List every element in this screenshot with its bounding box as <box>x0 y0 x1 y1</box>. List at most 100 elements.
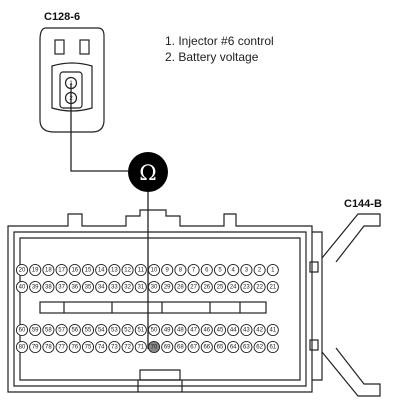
c144-pin-62 <box>253 340 266 354</box>
c144-pin-15 <box>81 263 95 277</box>
c144-pin-24 <box>227 280 240 294</box>
c144-pin-1 <box>266 263 279 277</box>
connector-c128-title: C128-6 <box>44 11 81 23</box>
c144-pin-78 <box>42 340 55 354</box>
c144-pin-37 <box>55 280 68 294</box>
c144-pin-23 <box>240 280 253 294</box>
c144-pin-16-number: 16 <box>71 268 78 274</box>
c144-pin-66-number: 66 <box>203 345 210 351</box>
c144-pin-28 <box>174 280 187 294</box>
c144-pin-54-number: 54 <box>98 328 105 334</box>
connector-c128-body <box>39 27 105 133</box>
c144-pin-76 <box>68 340 81 354</box>
c144-pin-4-number: 4 <box>232 268 236 274</box>
c144-pin-63-number: 63 <box>243 345 250 351</box>
c144-pin-6-number: 6 <box>205 268 209 274</box>
c144-pin-75 <box>81 340 95 354</box>
c144-pin-43-number: 43 <box>243 328 250 334</box>
c144-pin-31 <box>134 280 147 294</box>
c144-pin-33-number: 33 <box>111 285 118 291</box>
c144-pin-35-number: 35 <box>85 285 92 291</box>
c144-pin-43 <box>240 323 253 337</box>
c144-pin-68-number: 68 <box>177 345 184 351</box>
c144-pin-12 <box>121 263 134 277</box>
legend-item-1: 1. Injector #6 control <box>165 34 274 48</box>
c144-pin-32-number: 32 <box>124 285 131 291</box>
c144-pin-6 <box>200 263 213 277</box>
c144-pin-37-number: 37 <box>58 285 65 291</box>
c144-pin-45-number: 45 <box>217 328 224 334</box>
c144-pin-45 <box>213 323 227 337</box>
c144-pin-3-number: 3 <box>245 268 249 274</box>
c144-pin-47 <box>187 323 200 337</box>
c144-pin-39-number: 39 <box>32 285 39 291</box>
c144-pin-52-number: 52 <box>124 328 131 334</box>
c144-pin-5-number: 5 <box>218 268 222 274</box>
c144-pin-18 <box>42 263 55 277</box>
c144-pin-57-number: 57 <box>58 328 65 334</box>
c144-pin-14-number: 14 <box>98 268 105 274</box>
c144-pin-20-number: 20 <box>19 268 26 274</box>
c144-pin-57 <box>55 323 68 337</box>
c144-pin-58 <box>42 323 55 337</box>
c144-pin-32 <box>121 280 134 294</box>
c144-pin-56-number: 56 <box>71 328 78 334</box>
c144-pin-10 <box>147 263 161 277</box>
c144-pin-42-number: 42 <box>256 328 263 334</box>
c144-pin-3 <box>240 263 253 277</box>
c144-pin-70 <box>147 340 161 354</box>
c144-pin-64-number: 64 <box>230 345 237 351</box>
c144-pin-41-number: 41 <box>269 328 276 334</box>
c144-pin-38-number: 38 <box>45 285 52 291</box>
c144-pin-35 <box>81 280 95 294</box>
c144-pin-14 <box>95 263 108 277</box>
c144-pin-9 <box>161 263 174 277</box>
ohmmeter-icon: Ω <box>128 152 168 192</box>
c144-pin-76-number: 76 <box>71 345 78 351</box>
c144-pin-9-number: 9 <box>166 268 170 274</box>
c144-pin-59-number: 59 <box>32 328 39 334</box>
c144-pin-15-number: 15 <box>85 268 92 274</box>
c144-pin-19 <box>29 263 42 277</box>
c144-pin-67 <box>187 340 200 354</box>
c144-pin-48 <box>174 323 187 337</box>
c144-pin-80 <box>15 340 29 354</box>
c144-pin-72-number: 72 <box>124 345 131 351</box>
c144-pin-79-number: 79 <box>32 345 39 351</box>
c144-pin-13 <box>108 263 121 277</box>
c144-pin-7-number: 7 <box>192 268 196 274</box>
c144-pin-25-number: 25 <box>217 285 224 291</box>
c144-pin-10-number: 10 <box>151 268 158 274</box>
c144-pin-69-number: 69 <box>164 345 171 351</box>
c144-pin-68 <box>174 340 187 354</box>
c144-pin-26 <box>200 280 213 294</box>
c144-pin-60 <box>15 323 29 337</box>
c144-pin-77-number: 77 <box>58 345 65 351</box>
c144-pin-30-number: 30 <box>151 285 158 291</box>
c144-pin-17 <box>55 263 68 277</box>
c144-pin-28-number: 28 <box>177 285 184 291</box>
c144-pin-36 <box>68 280 81 294</box>
c144-pin-61-number: 61 <box>269 345 276 351</box>
c144-pin-23-number: 23 <box>243 285 250 291</box>
c144-pin-78-number: 78 <box>45 345 52 351</box>
c144-pin-47-number: 47 <box>190 328 197 334</box>
c144-pin-55-number: 55 <box>85 328 92 334</box>
c144-pin-13-number: 13 <box>111 268 118 274</box>
connector-c144-title: C144-B <box>344 198 382 210</box>
c144-pin-67-number: 67 <box>190 345 197 351</box>
c144-pin-79 <box>29 340 42 354</box>
c144-pin-72 <box>121 340 134 354</box>
c144-pin-21 <box>266 280 279 294</box>
c144-pin-74-number: 74 <box>98 345 105 351</box>
c144-pin-42 <box>253 323 266 337</box>
c144-pin-53 <box>108 323 121 337</box>
c144-pin-16 <box>68 263 81 277</box>
connector-c144-body <box>7 209 381 397</box>
c144-pin-27-number: 27 <box>190 285 197 291</box>
c144-pin-44-number: 44 <box>230 328 237 334</box>
c144-pin-51-number: 51 <box>137 328 144 334</box>
c144-pin-50-number: 50 <box>151 328 158 334</box>
